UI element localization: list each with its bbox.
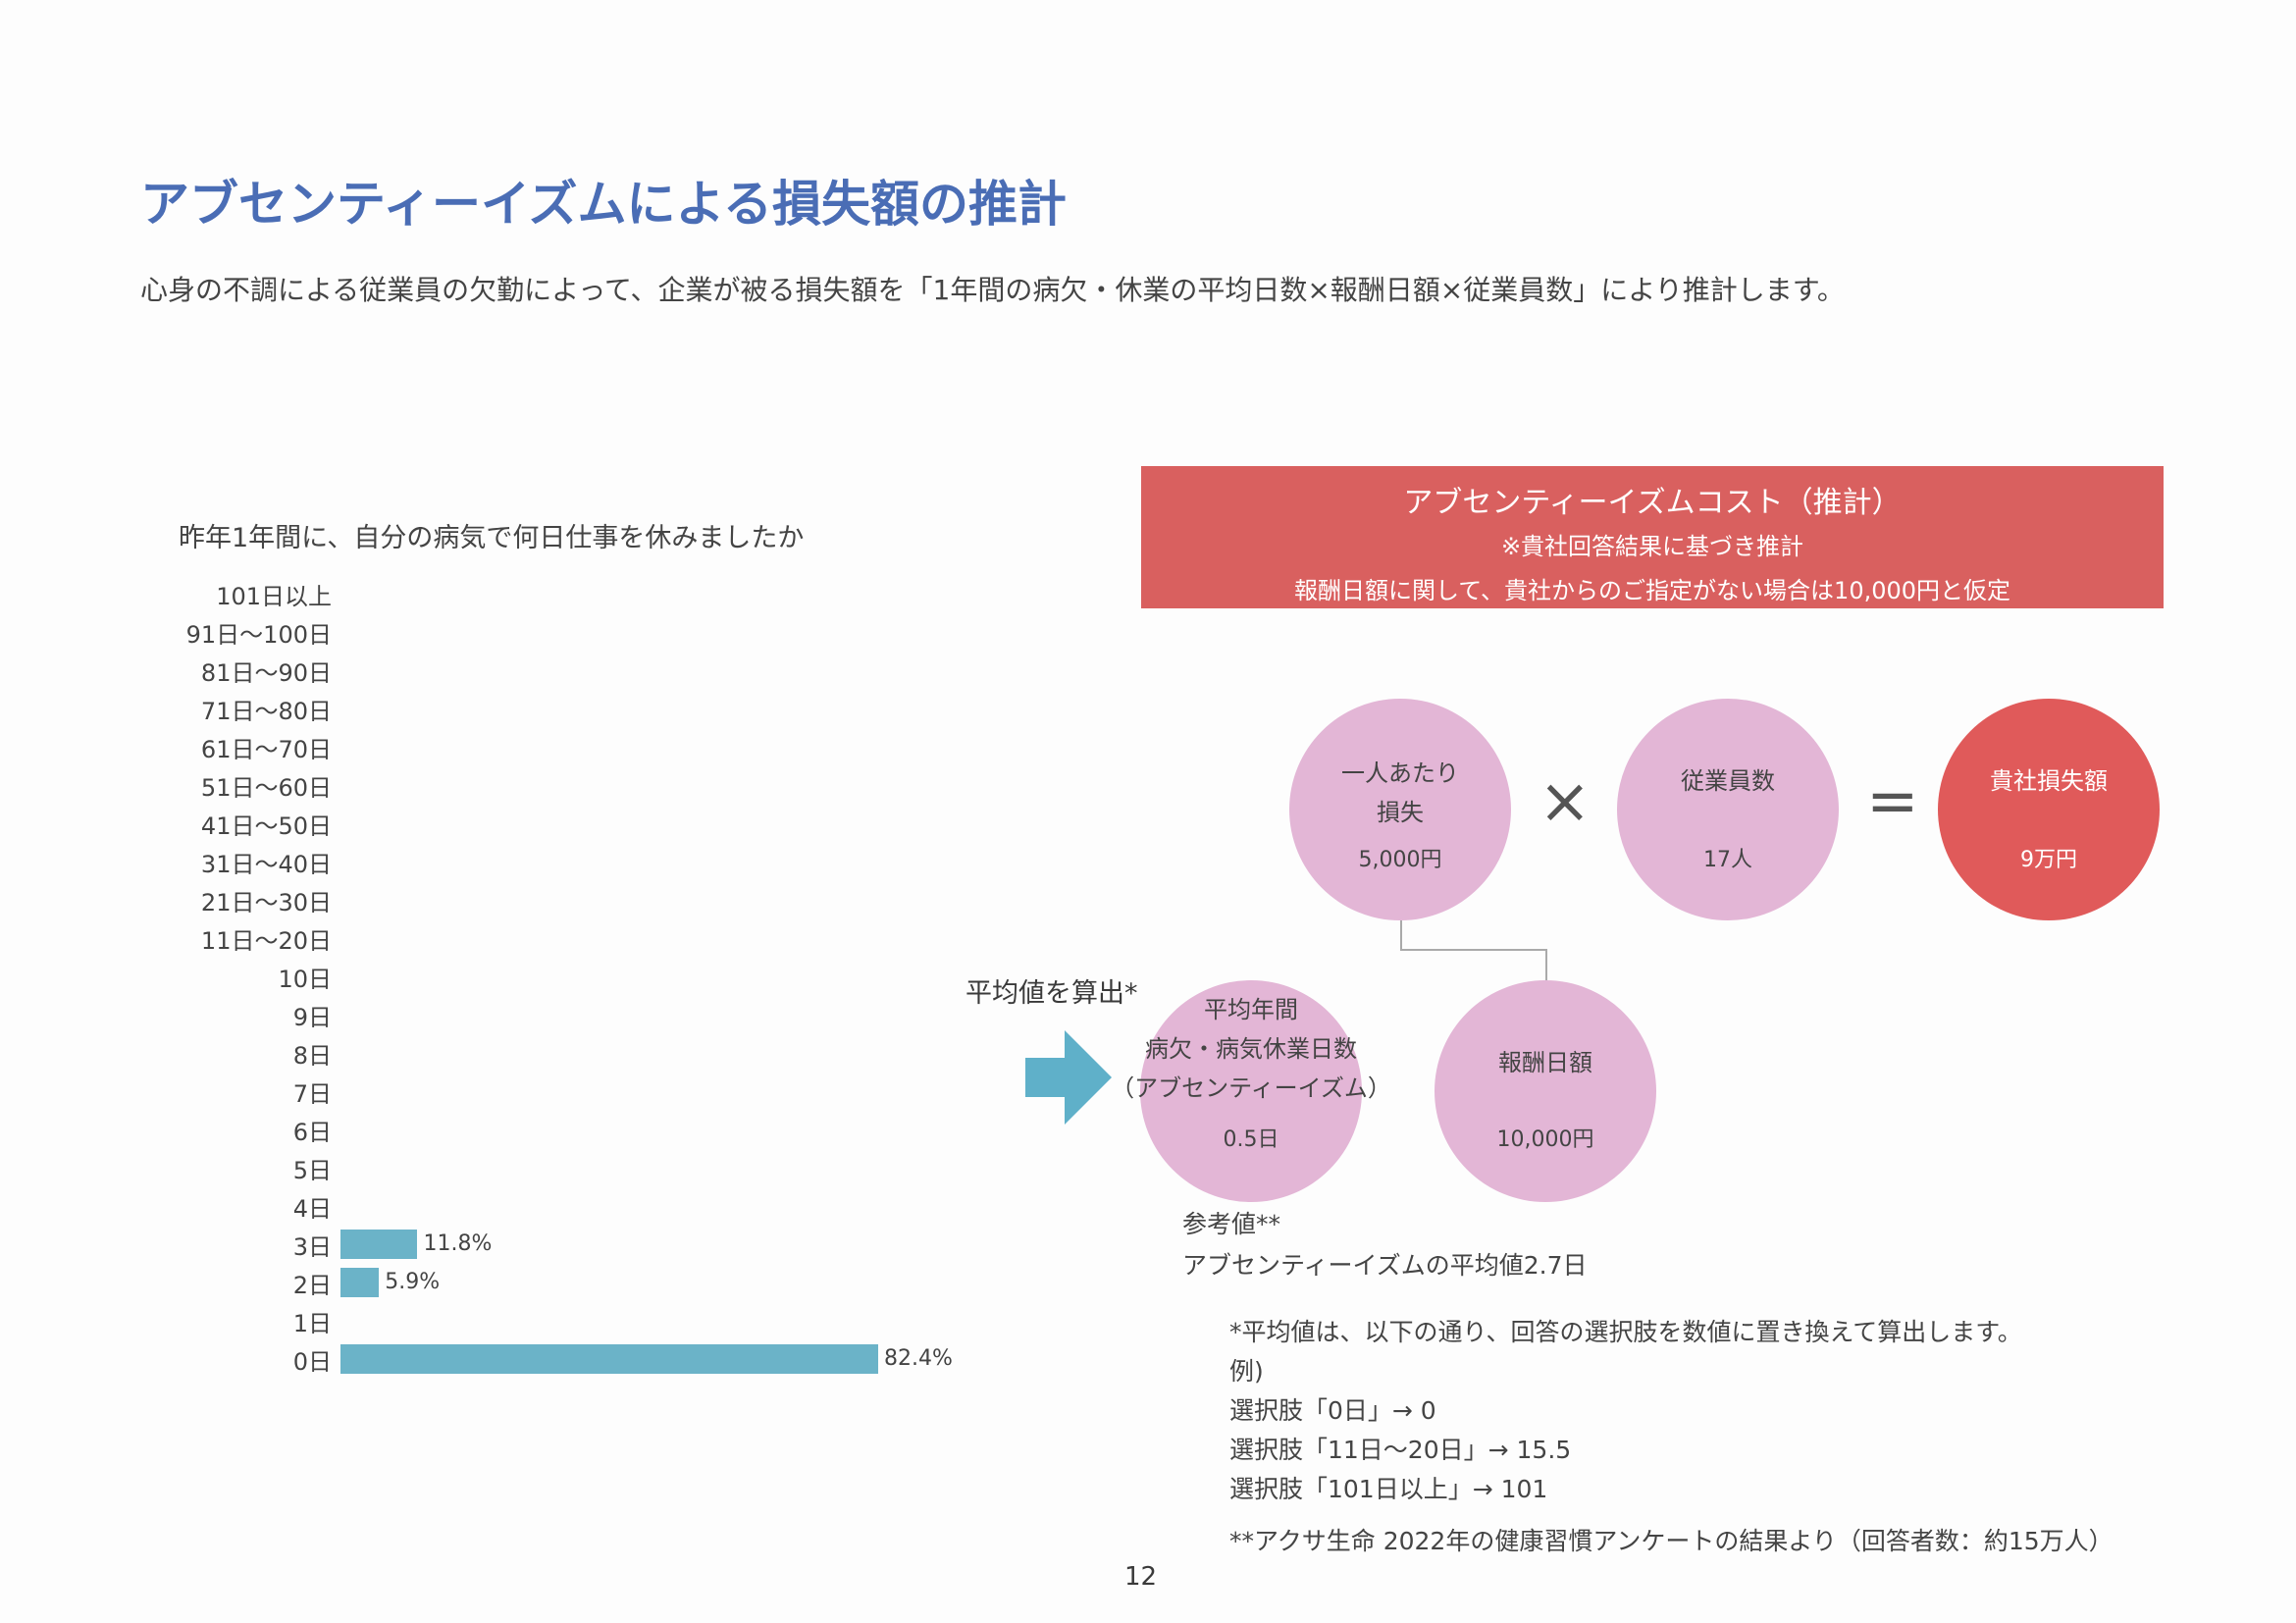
category-label: 3日 xyxy=(292,1233,332,1261)
category-label: 2日 xyxy=(292,1272,332,1299)
cost-banner: アブセンティーイズムコスト（推計） ※貴社回答結果に基づき推計 報酬日額に関して… xyxy=(1141,466,2164,608)
bar xyxy=(340,1344,878,1374)
circle-label: （アブセンティーイズム） xyxy=(1111,1074,1391,1102)
banner-note: ※貴社回答結果に基づき推計 xyxy=(1500,533,1804,560)
category-label: 7日 xyxy=(292,1080,332,1108)
category-label: 4日 xyxy=(292,1195,332,1223)
bar xyxy=(340,1268,380,1297)
circle-value: 9万円 xyxy=(2020,848,2077,872)
footnote: *平均値は、以下の通り、回答の選択肢を数値に置き換えて算出します。 xyxy=(1229,1318,2022,1346)
category-label: 51日～60日 xyxy=(200,774,332,802)
circle-value: 0.5日 xyxy=(1223,1127,1279,1152)
per-person-loss-circle: 一人あたり 損失 5,000円 xyxy=(1289,699,1511,920)
banner-assumption: 報酬日額に関して、貴社からのご指定がない場合は10,000円と仮定 xyxy=(1293,577,2011,604)
connector-line xyxy=(1545,949,1547,981)
reference-label: 参考値** xyxy=(1182,1210,1281,1238)
category-label: 61日～70日 xyxy=(200,736,332,763)
circle-label: 損失 xyxy=(1377,799,1424,826)
data-label: 11.8% xyxy=(423,1231,493,1256)
category-label: 6日 xyxy=(292,1119,332,1146)
category-label: 9日 xyxy=(292,1004,332,1031)
category-label: 0日 xyxy=(292,1348,332,1376)
total-loss-circle: 貴社損失額 9万円 xyxy=(1938,699,2160,920)
employees-circle: 従業員数 17人 xyxy=(1617,699,1839,920)
data-label: 82.4% xyxy=(884,1346,953,1371)
circle-label: 貴社損失額 xyxy=(1990,767,2108,795)
category-label: 1日 xyxy=(292,1310,332,1337)
data-label: 5.9% xyxy=(385,1270,441,1294)
connector-line xyxy=(1400,920,1402,950)
arrow-right-icon xyxy=(1025,1030,1112,1125)
footnote: 選択肢「0日」→ 0 xyxy=(1229,1396,1436,1425)
bar xyxy=(340,1230,418,1259)
circle-label: 従業員数 xyxy=(1681,767,1775,795)
banner-title: アブセンティーイズムコスト（推計） xyxy=(1403,486,1902,520)
circle-value: 17人 xyxy=(1703,848,1752,872)
daily-pay-circle: 報酬日額 10,000円 xyxy=(1435,980,1656,1202)
category-label: 11日～20日 xyxy=(200,927,332,955)
page-subtitle: 心身の不調による従業員の欠勤によって、企業が被る損失額を「1年間の病欠・休業の平… xyxy=(140,274,1845,306)
page-number: 12 xyxy=(1124,1562,1158,1592)
category-label: 10日 xyxy=(278,966,332,993)
calc-label: 平均値を算出* xyxy=(965,978,1138,1009)
chart-title: 昨年1年間に、自分の病気で何日仕事を休みましたか xyxy=(179,523,805,553)
circle-label: 病欠・病気休業日数 xyxy=(1145,1035,1357,1063)
circle-label: 報酬日額 xyxy=(1498,1049,1592,1076)
category-label: 41日～50日 xyxy=(200,812,332,840)
source-note: **アクサ生命 2022年の健康習慣アンケートの結果より（回答者数：約15万人） xyxy=(1229,1527,2113,1555)
equals-sign: = xyxy=(1866,765,1919,838)
multiply-sign: × xyxy=(1539,765,1592,838)
category-label: 21日～30日 xyxy=(200,889,332,916)
circle-value: 10,000円 xyxy=(1496,1127,1594,1152)
category-label: 5日 xyxy=(292,1157,332,1184)
connector-line xyxy=(1400,949,1547,951)
page-title: アブセンティーイズムによる損失額の推計 xyxy=(140,176,1067,233)
circle-label: 平均年間 xyxy=(1204,996,1298,1023)
reference-text: アブセンティーイズムの平均値2.7日 xyxy=(1182,1251,1588,1280)
circle-value: 5,000円 xyxy=(1358,848,1442,872)
category-label: 91日～100日 xyxy=(185,621,332,649)
footnote: 例) xyxy=(1229,1357,1264,1386)
category-label: 81日～90日 xyxy=(200,659,332,687)
footnote: 選択肢「11日～20日」→ 15.5 xyxy=(1229,1436,1572,1464)
circle-label: 一人あたり xyxy=(1341,759,1459,787)
category-label: 31日～40日 xyxy=(200,851,332,878)
avg-days-circle: 平均年間 病欠・病気休業日数 （アブセンティーイズム） 0.5日 xyxy=(1111,980,1391,1202)
category-label: 101日以上 xyxy=(216,583,332,610)
category-label: 71日～80日 xyxy=(200,698,332,725)
footnote: 選択肢「101日以上」→ 101 xyxy=(1229,1475,1548,1503)
category-label: 8日 xyxy=(292,1042,332,1070)
